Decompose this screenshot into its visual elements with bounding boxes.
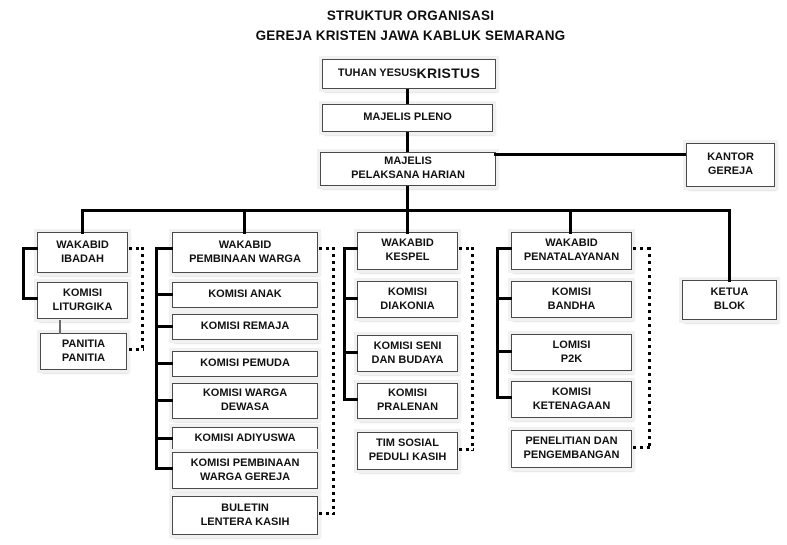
node-ketua-blok: KETUA BLOK (682, 280, 777, 320)
bracket-pw-remaja (155, 325, 173, 328)
bracket-pw-vertical (155, 247, 158, 470)
node-komisi-pemuda: KOMISI PEMUDA (172, 351, 318, 377)
dotted-penatalayanan-vertical (648, 247, 651, 449)
bracket-kespel-diakonia (343, 297, 358, 300)
node-komisi-bandha: KOMISI BANDHA (511, 281, 632, 318)
node-komisi-pembinaan-warga-gereja: KOMISI PEMBINAAN WARGA GEREJA (172, 452, 318, 489)
connector-drop-ketua-blok (728, 209, 731, 282)
bracket-kespel-pralenan (343, 398, 358, 401)
dotted-penatalayanan-out (633, 247, 651, 250)
tuhan-label-emphasis: KRISTUS (416, 65, 481, 82)
node-komisi-diakonia: KOMISI DIAKONIA (357, 281, 458, 318)
connector-pleno-mph (406, 132, 409, 152)
node-komisi-seni-dan-budaya: KOMISI SENI DAN BUDAYA (357, 335, 458, 372)
node-buletin-lentera-kasih: BULETIN LENTERA KASIH (172, 496, 318, 535)
node-komisi-pralenan: KOMISI PRALENAN (357, 383, 458, 419)
bracket-penatalayanan-vertical (496, 247, 499, 399)
node-lomisi-p2k: LOMISI P2K (511, 334, 632, 371)
node-komisi-warga-dewasa: KOMISI WARGA DEWASA (172, 383, 318, 419)
node-komisi-ketenagaan: KOMISI KETENAGAAN (511, 381, 632, 418)
dotted-kespel-tim-sosial (459, 448, 474, 451)
connector-tuhan-pleno (406, 89, 409, 104)
bracket-pw-warga-dewasa (155, 399, 173, 402)
dotted-ibadah-panitia (129, 348, 144, 351)
bracket-pw-top (155, 247, 173, 250)
connector-drop-pembinaan-warga (243, 209, 246, 234)
dotted-ibadah-out (129, 247, 144, 250)
connector-drop-ibadah (81, 209, 84, 234)
title-line-2: GEREJA KRISTEN JAWA KABLUK SEMARANG (255, 28, 566, 43)
bracket-pw-anak (155, 293, 173, 296)
node-wakabid-penatalayanan: WAKABID PENATALAYANAN (511, 232, 632, 270)
bracket-penatalayanan-top (496, 247, 512, 250)
dotted-kespel-vertical (471, 247, 474, 451)
node-panitia-panitia: PANITIA PANITIA (40, 333, 127, 370)
bracket-ibadah-top (22, 247, 38, 250)
bracket-pw-adiyuswa (155, 437, 173, 440)
connector-liturgika-panitia (59, 320, 61, 334)
node-komisi-adiyuswa: KOMISI ADIYUSWA (172, 427, 318, 451)
dotted-pw-buletin (319, 512, 335, 515)
connector-drop-penatalayanan (569, 209, 572, 234)
connector-drop-kespel (406, 209, 409, 234)
bracket-penatalayanan-ketenagaan (496, 396, 512, 399)
bracket-kespel-top (343, 247, 358, 250)
node-tuhan-yesus-kristus: TUHAN YESUS KRISTUS (322, 59, 496, 89)
node-komisi-anak: KOMISI ANAK (172, 282, 318, 308)
node-wakabid-ibadah: WAKABID IBADAH (37, 232, 128, 273)
title-line-1: STRUKTUR ORGANISASI (326, 8, 495, 23)
dotted-pw-out (319, 247, 335, 250)
connector-mph-kantor-gereja (494, 153, 686, 156)
dotted-penatalayanan-penelitian (633, 446, 651, 449)
node-majelis-pleno: MAJELIS PLENO (322, 104, 493, 132)
node-wakabid-kespel: WAKABID KESPEL (357, 232, 458, 270)
connector-mph-trunk (406, 186, 409, 212)
node-komisi-liturgika: KOMISI LITURGIKA (37, 282, 128, 319)
bracket-ibadah-vertical (22, 247, 25, 300)
dotted-ibadah-vertical (141, 247, 144, 351)
dotted-pw-vertical (332, 247, 335, 515)
bracket-ibadah-liturgika (22, 297, 38, 300)
bracket-kespel-vertical (343, 247, 346, 401)
node-penelitian-dan-pengembangan: PENELITIAN DAN PENGEMBANGAN (511, 430, 632, 468)
node-wakabid-pembinaan-warga: WAKABID PEMBINAAN WARGA (172, 232, 318, 273)
bracket-penatalayanan-bandha (496, 297, 512, 300)
bracket-pw-pembinaan-warga-gereja (155, 467, 173, 470)
bracket-kespel-seni (343, 351, 358, 354)
node-tim-sosial-peduli-kasih: TIM SOSIAL PEDULI KASIH (357, 432, 458, 470)
bracket-penatalayanan-p2k (496, 350, 512, 353)
bracket-pw-pemuda (155, 362, 173, 365)
node-majelis-pelaksana-harian: MAJELIS PELAKSANA HARIAN (320, 152, 496, 186)
tuhan-label-prefix: TUHAN YESUS (337, 67, 417, 80)
page-title: STRUKTUR ORGANISASI GEREJA KRISTEN JAWA … (34, 6, 787, 46)
dotted-kespel-out (459, 247, 474, 250)
node-kantor-gereja: KANTOR GEREJA (686, 143, 775, 187)
node-komisi-remaja: KOMISI REMAJA (172, 314, 318, 340)
